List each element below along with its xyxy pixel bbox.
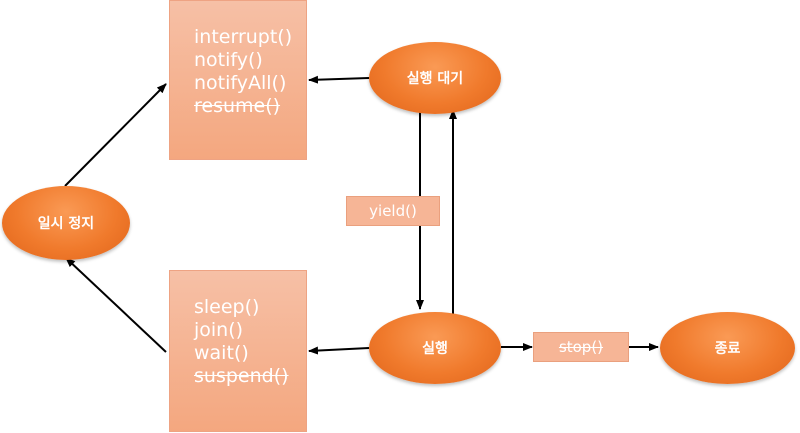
stop-label: stop() [533, 332, 629, 362]
yield-label-text: yield() [369, 202, 417, 220]
node-waiting: 실행 대기 [369, 42, 501, 114]
node-paused-label: 일시 정지 [37, 216, 95, 232]
node-terminated-label: 종료 [714, 341, 741, 357]
arrow-running-to-bottombox [308, 346, 370, 355]
yield-label: yield() [346, 196, 440, 226]
method-join: join() [194, 319, 244, 341]
method-interrupt: interrupt() [194, 26, 293, 48]
method-resume: resume() [194, 95, 281, 117]
method-wait: wait() [194, 342, 249, 364]
arrow-waiting-to-topbox [308, 75, 370, 84]
pause-methods-box: sleep() join() wait() suspend() [169, 270, 307, 432]
stop-label-text: stop() [558, 338, 604, 356]
method-sleep: sleep() [194, 296, 260, 318]
node-waiting-label: 실행 대기 [406, 71, 464, 87]
method-notifyall: notifyAll() [194, 72, 287, 94]
node-running: 실행 [369, 312, 501, 384]
method-suspend: suspend() [194, 365, 289, 387]
node-running-label: 실행 [422, 341, 448, 357]
node-paused: 일시 정지 [2, 186, 130, 260]
arrow-bottombox-to-paused [65, 257, 167, 353]
arrow-paused-to-topbox [64, 83, 167, 187]
wakeup-methods-box: interrupt() notify() notifyAll() resume(… [169, 0, 307, 160]
node-terminated: 종료 [660, 312, 795, 384]
method-notify: notify() [194, 49, 263, 71]
